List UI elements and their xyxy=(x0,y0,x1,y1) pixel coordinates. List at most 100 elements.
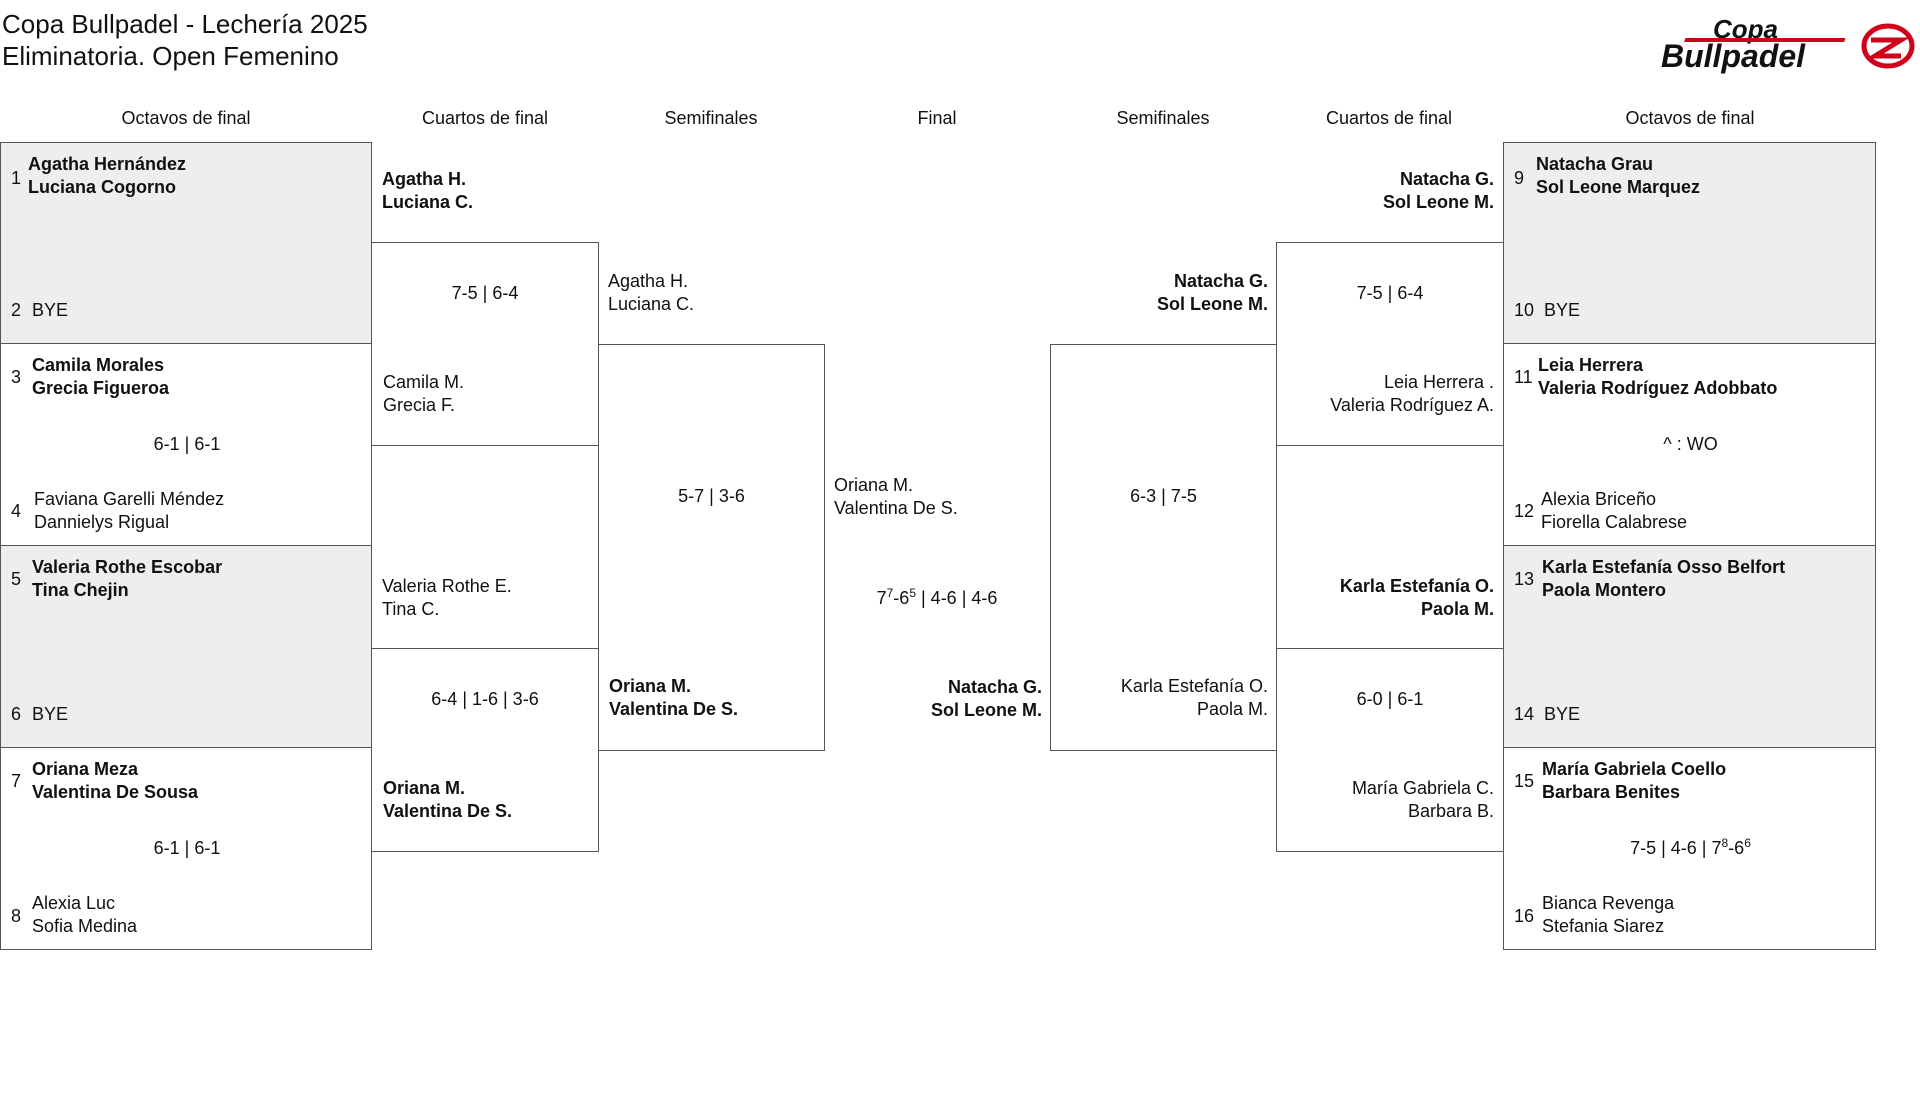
r16-right-match-4: 15 María Gabriela Coello Barbara Benites… xyxy=(1503,747,1876,950)
player-name: Paola M. xyxy=(1420,599,1494,619)
final-score: 77-65 | 4-6 | 4-6 xyxy=(876,586,998,608)
r16-right-match-1: 9 Natacha Grau Sol Leone Marquez 10 BYE xyxy=(1503,142,1876,344)
player-name: Oriana M. xyxy=(383,778,466,798)
sf-right-top: Natacha G. Sol Leone M. xyxy=(1050,270,1268,316)
match-score: 7-5 | 4-6 | 78-66 xyxy=(1630,836,1751,858)
player-name: Agatha H. xyxy=(382,169,467,189)
match-score: 5-7 | 3-6 xyxy=(678,486,745,506)
player-name: BYE xyxy=(1544,300,1581,320)
qf-left-2-top: Valeria Rothe E. Tina C. xyxy=(382,575,512,621)
player-name: Tina C. xyxy=(382,599,440,619)
seed-number: 1 xyxy=(11,168,22,188)
player-name: Luciana Cogorno xyxy=(28,177,176,197)
player-name: Paola M. xyxy=(1196,699,1268,719)
pair-bottom: Oriana M. Valentina De S. xyxy=(609,675,738,721)
player-name: BYE xyxy=(32,704,69,724)
logo-bullpadel-text: Bullpadel xyxy=(1661,38,1806,74)
player-name: Luciana C. xyxy=(608,294,695,314)
pair-bottom: Bianca Revenga Stefania Siarez xyxy=(1542,892,1674,938)
player-name: Oriana M. xyxy=(609,676,692,696)
seed-number: 4 xyxy=(11,501,22,521)
r16-left-match-2: 3 Camila Morales Grecia Figueroa 6-1 | 6… xyxy=(0,343,372,546)
player-name: BYE xyxy=(1544,704,1581,724)
player-name: Camila Morales xyxy=(32,355,165,375)
player-name: Barbara B. xyxy=(1407,801,1494,821)
seed-number: 3 xyxy=(11,367,22,387)
sf-right-match: 6-3 | 7-5 Karla Estefanía O. Paola M. xyxy=(1050,344,1277,751)
player-name: Sol Leone M. xyxy=(1382,192,1494,212)
player-name: Valeria Rothe Escobar xyxy=(32,557,223,577)
player-name: Fiorella Calabrese xyxy=(1541,512,1688,532)
player-name: Agatha Hernández xyxy=(28,154,187,174)
player-name: Natacha G. xyxy=(1173,271,1268,291)
match-score: 6-4 | 1-6 | 3-6 xyxy=(431,689,539,709)
seed-number: 9 xyxy=(1514,168,1525,188)
pair-bottom: Faviana Garelli Méndez Dannielys Rigual xyxy=(34,488,224,534)
player-name: Valentina De S. xyxy=(609,699,739,719)
pair-bottom: Leia Herrera . Valeria Rodríguez A. xyxy=(1277,371,1494,417)
seed-number: 12 xyxy=(1514,501,1535,521)
qf-right-match-2: 6-0 | 6-1 María Gabriela C. Barbara B. xyxy=(1276,648,1504,852)
pair-bottom: BYE xyxy=(32,299,68,322)
pair-bottom: María Gabriela C. Barbara B. xyxy=(1277,777,1494,823)
pair-top: Camila Morales Grecia Figueroa xyxy=(32,354,169,400)
player-name: Bianca Revenga xyxy=(1542,893,1675,913)
sf-left-top: Agatha H. Luciana C. xyxy=(608,270,694,316)
page-title: Copa Bullpadel - Lechería 2025 xyxy=(2,9,368,39)
pair-bottom: Karla Estefanía O. Paola M. xyxy=(1051,675,1268,721)
player-name: Sol Leone M. xyxy=(1156,294,1268,314)
seed-number: 6 xyxy=(11,704,22,724)
pair-bottom: BYE xyxy=(1544,299,1580,322)
seed-number: 13 xyxy=(1514,569,1535,589)
final-bottom-pair: Natacha G. Sol Leone M. xyxy=(824,676,1042,722)
r16-left-match-3: 5 Valeria Rothe Escobar Tina Chejin 6 BY… xyxy=(0,545,372,748)
qf-left-1-top: Agatha H. Luciana C. xyxy=(382,168,473,214)
pair-top: Natacha Grau Sol Leone Marquez xyxy=(1536,153,1700,199)
player-name: Valeria Rodríguez A. xyxy=(1330,395,1494,415)
pair-bottom: BYE xyxy=(1544,703,1580,726)
player-name: Valentina De S. xyxy=(834,498,958,518)
pair-top: Valeria Rothe Escobar Tina Chejin xyxy=(32,556,222,602)
player-name: Leia Herrera xyxy=(1538,355,1644,375)
player-name: Sol Leone M. xyxy=(930,700,1042,720)
qf-left-match-2: 6-4 | 1-6 | 3-6 Oriana M. Valentina De S… xyxy=(371,648,599,852)
qf-right-1-top: Natacha G. Sol Leone M. xyxy=(1276,168,1494,214)
player-name: Valeria Rodríguez Adobbato xyxy=(1538,378,1778,398)
match-score: 6-1 | 6-1 xyxy=(153,434,221,454)
player-name: Oriana Meza xyxy=(32,759,139,779)
qf-right-match-1: 7-5 | 6-4 Leia Herrera . Valeria Rodrígu… xyxy=(1276,242,1504,446)
player-name: Luciana C. xyxy=(382,192,474,212)
player-name: Paola Montero xyxy=(1542,580,1667,600)
col-head-final: Final xyxy=(917,108,957,128)
player-name: Karla Estefanía O. xyxy=(1120,676,1268,696)
player-name: Tina Chejin xyxy=(32,580,129,600)
player-name: BYE xyxy=(32,300,69,320)
player-name: Alexia Luc xyxy=(32,893,116,913)
player-name: Valeria Rothe E. xyxy=(382,576,512,596)
player-name: Natacha G. xyxy=(1399,169,1494,189)
player-name: Oriana M. xyxy=(834,475,914,495)
pair-top: Leia Herrera Valeria Rodríguez Adobbato xyxy=(1538,354,1777,400)
pair-top: Agatha Hernández Luciana Cogorno xyxy=(28,153,186,199)
pair-top: Oriana Meza Valentina De Sousa xyxy=(32,758,198,804)
match-score: 7-5 | 6-4 xyxy=(451,283,519,303)
match-score: ^ : WO xyxy=(1663,434,1718,454)
player-name: Leia Herrera . xyxy=(1383,372,1494,392)
seed-number: 15 xyxy=(1514,771,1535,791)
r16-left-match-4: 7 Oriana Meza Valentina De Sousa 6-1 | 6… xyxy=(0,747,372,950)
bullpadel-logo: Copa Bullpadel xyxy=(1661,14,1915,74)
seed-number: 7 xyxy=(11,771,22,791)
player-name: Alexia Briceño xyxy=(1541,489,1657,509)
player-name: Agatha H. xyxy=(608,271,689,291)
r16-right-match-3: 13 Karla Estefanía Osso Belfort Paola Mo… xyxy=(1503,545,1876,748)
logo-swoosh-icon xyxy=(1861,23,1915,69)
pair-bottom: Camila M. Grecia F. xyxy=(383,371,464,417)
col-head-cuartos-left: Cuartos de final xyxy=(421,108,549,128)
r16-left-match-1: 1 Agatha Hernández Luciana Cogorno 2 BYE xyxy=(0,142,372,344)
player-name: Valentina De Sousa xyxy=(32,782,199,802)
col-head-octavos-right: Octavos de final xyxy=(1625,108,1755,128)
pair-bottom: Alexia Briceño Fiorella Calabrese xyxy=(1541,488,1687,534)
seed-number: 10 xyxy=(1514,300,1535,320)
final-top-pair: Oriana M. Valentina De S. xyxy=(834,474,958,520)
match-score: 6-0 | 6-1 xyxy=(1356,689,1424,709)
